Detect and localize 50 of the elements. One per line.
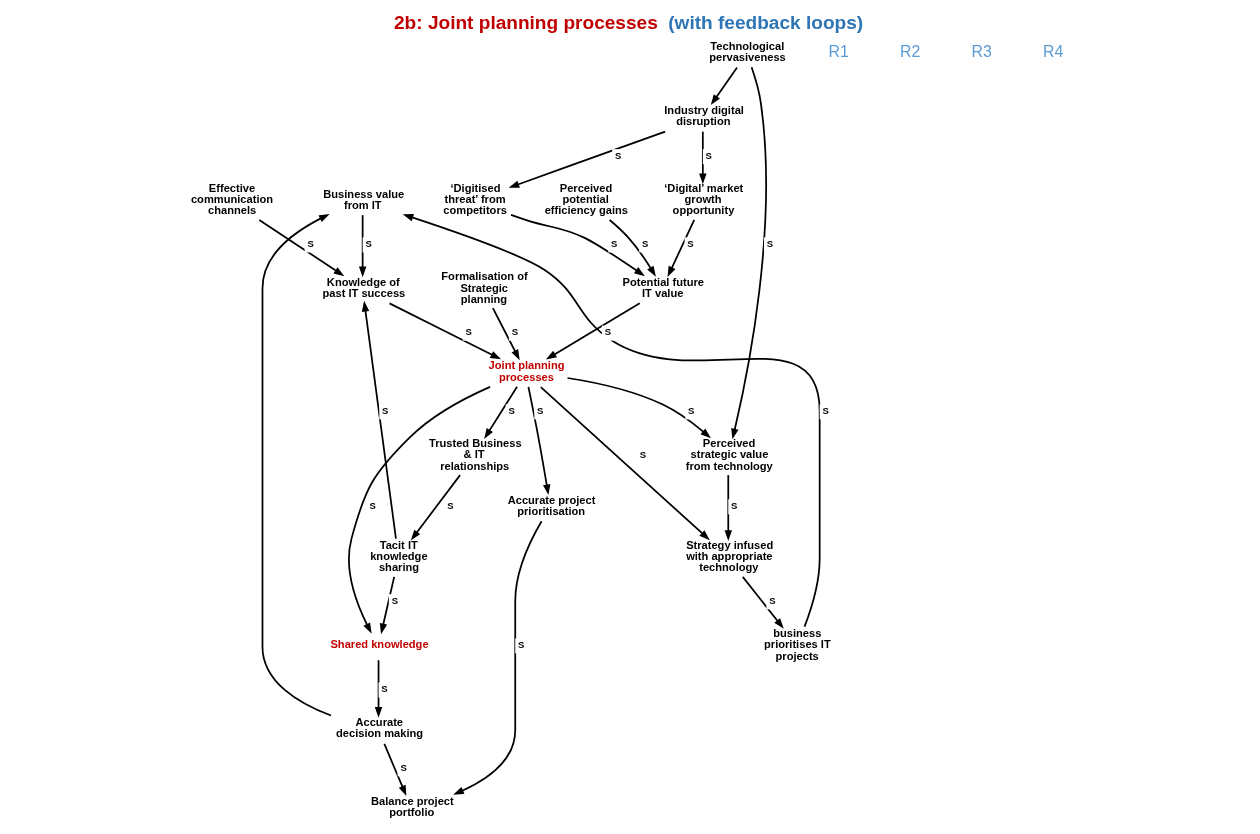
node-text: Balance project portfolio	[370, 795, 454, 819]
node-text: business prioritises IT projects	[763, 627, 831, 662]
edge-label: S	[517, 638, 524, 650]
node-text: Technological pervasiveness	[708, 39, 786, 64]
edge-label: S	[614, 149, 621, 161]
edge-label: S	[446, 499, 454, 511]
edge-label: S	[364, 237, 372, 249]
edge-label: S	[306, 237, 314, 249]
edge-label: S	[465, 326, 472, 338]
node-text: Tacit IT knowledge sharing	[369, 539, 428, 574]
label: R2	[899, 42, 920, 60]
node-text: Industry digital disruption	[663, 104, 744, 128]
label: R1	[827, 42, 849, 60]
edge-label: S	[768, 594, 776, 606]
node-text: Shared knowledge	[329, 638, 429, 651]
edge-label: S	[511, 326, 518, 338]
node-text: Accurate decision making	[335, 716, 423, 740]
edge-label: S	[766, 237, 773, 249]
node-text: Trusted Business & IT relationships	[428, 437, 522, 472]
edge-label: S	[641, 237, 648, 249]
edge-label: S	[821, 404, 829, 416]
node-text: Joint planning processes	[488, 359, 565, 383]
edge-label: S	[604, 326, 611, 338]
edge-label: S	[705, 149, 712, 161]
node-text: Accurate project prioritisation	[507, 493, 595, 517]
node-text: Perceived strategic value from technology	[685, 437, 773, 472]
edge-label: S	[536, 404, 543, 416]
node-text: Formalisation of Strategic planning	[440, 270, 528, 305]
diagram-title: 2b: Joint planning processes (with feedback loops)	[393, 12, 863, 34]
edge-label: S	[399, 761, 407, 773]
edge-label: S	[687, 404, 694, 416]
node-text: Strategy infused with appropriate technology	[685, 539, 773, 574]
edge-label: S	[686, 237, 694, 249]
node-text: ‘Digitised threat’ from competitors	[442, 182, 507, 217]
label: R3	[970, 42, 992, 60]
label: R4	[1042, 42, 1063, 60]
edge-label: S	[368, 499, 376, 511]
node-text: Effective communication channels	[190, 182, 273, 217]
edge-label: S	[391, 594, 398, 606]
edge-label: S	[507, 404, 515, 416]
node-text: Business value from IT	[322, 187, 404, 211]
edge-label: S	[730, 499, 737, 511]
edge-label: S	[639, 449, 646, 461]
edge-label: S	[380, 683, 388, 695]
node-text: Knowledge of past IT success	[322, 276, 405, 300]
edge-label: S	[381, 404, 388, 416]
node-text: ‘Digital’ market growth opportunity	[663, 182, 743, 217]
node-text: Potential future IT value	[622, 276, 704, 300]
node-text: Perceived potential efficiency gains	[544, 182, 628, 217]
edge-label: S	[610, 237, 617, 249]
